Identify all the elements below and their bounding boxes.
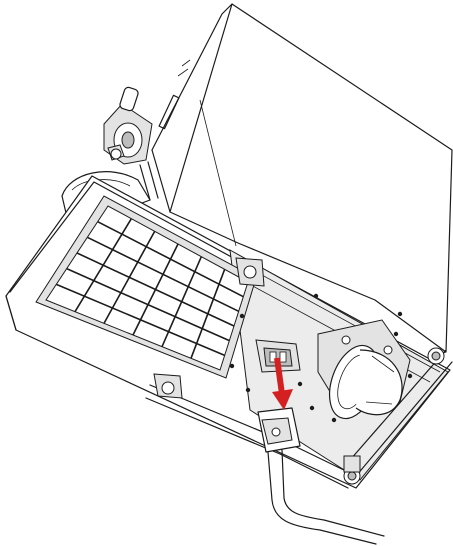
air-filter: [35, 195, 265, 399]
corner-posts: [343, 347, 445, 485]
filter-grid: [56, 218, 244, 359]
connector-plug: [257, 407, 301, 453]
filter-grid-row-line: [76, 252, 235, 327]
filter-grid-row-line: [97, 220, 244, 298]
chassis-screws: [229, 293, 413, 423]
filter-screw-lower: [161, 381, 175, 395]
power-cable: [267, 449, 385, 545]
connector-socket: [255, 339, 301, 373]
filter-grid-row-line: [56, 283, 225, 357]
removal-arrow: [272, 357, 293, 410]
lamp-assembly: [317, 319, 411, 420]
filter-grid-row-line: [86, 236, 240, 313]
hinge-bracket: [103, 86, 159, 201]
filter-screw: [243, 265, 257, 279]
filter-grid-row-line: [66, 267, 230, 342]
